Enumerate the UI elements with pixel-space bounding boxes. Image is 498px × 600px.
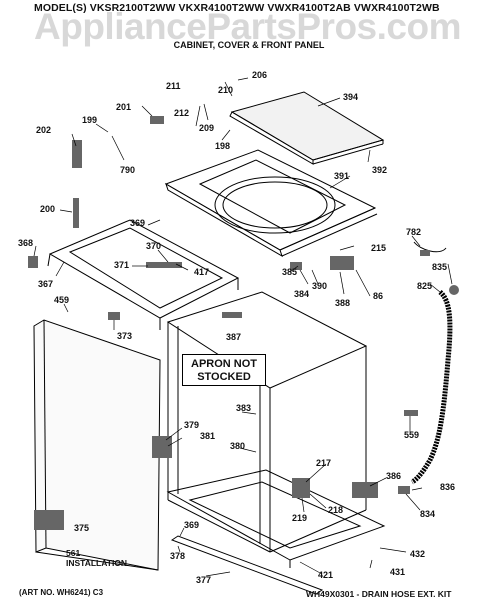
watermark: AppliancePartsPros.com (34, 6, 461, 47)
part-label[interactable]: 371 (114, 260, 130, 270)
section-title: CABINET, COVER & FRONT PANEL (173, 40, 325, 50)
part-label[interactable]: 388 (335, 298, 351, 308)
art-number: (ART NO. WH6241) C3 (19, 588, 104, 597)
part-label[interactable]: 383 (236, 403, 252, 413)
part-label[interactable]: 199 (82, 115, 98, 125)
part-label[interactable]: 198 (215, 141, 231, 151)
part-label[interactable]: 459 (54, 295, 70, 305)
part-label[interactable]: 825 (417, 281, 433, 291)
install-part-number: 561 (66, 548, 81, 558)
part-label[interactable]: 417 (194, 267, 210, 277)
part-label[interactable]: 210 (218, 85, 234, 95)
part-label[interactable]: 387 (226, 332, 242, 342)
part-label[interactable]: 432 (410, 549, 426, 559)
drain-hose-part-825 (410, 290, 453, 485)
apron-not-stocked-note: APRON NOT STOCKED (182, 354, 266, 386)
part-label[interactable]: 390 (312, 281, 328, 291)
part-label[interactable]: 215 (371, 243, 387, 253)
base-part-421 (166, 469, 386, 568)
part-label[interactable]: 211 (166, 81, 181, 91)
part-label[interactable]: 380 (230, 441, 246, 451)
part-label[interactable]: 394 (343, 92, 359, 102)
part-label[interactable]: 212 (174, 108, 190, 118)
part-label[interactable]: 835 (432, 262, 448, 272)
part-label[interactable]: 392 (372, 165, 388, 175)
apron-note-line2: STOCKED (197, 371, 251, 383)
part-label[interactable]: 375 (74, 523, 90, 533)
part-label[interactable]: 782 (406, 227, 422, 237)
tub-support-frame-part-367 (47, 219, 240, 330)
part-label[interactable]: 377 (196, 575, 212, 585)
part-label[interactable]: 367 (38, 279, 54, 289)
part-label[interactable]: 370 (146, 241, 162, 251)
front-panel-part-375 (33, 319, 161, 571)
apron-note-line1: APRON NOT (191, 358, 257, 370)
part-label[interactable]: 834 (420, 509, 436, 519)
part-label[interactable]: 381 (200, 431, 216, 441)
cover-part-391 (164, 149, 378, 258)
part-label[interactable]: 209 (199, 123, 215, 133)
part-label[interactable]: 559 (404, 430, 420, 440)
leader-lines (33, 77, 453, 577)
part-label[interactable]: 217 (316, 458, 332, 468)
part-label[interactable]: 379 (184, 420, 200, 430)
part-label[interactable]: 378 (170, 551, 186, 561)
part-label[interactable]: 369 (184, 520, 200, 530)
drain-hose-kit-note: WH49X0301 - DRAIN HOSE EXT. KIT (306, 589, 452, 599)
part-label[interactable]: 386 (386, 471, 402, 481)
part-label[interactable]: 200 (40, 204, 56, 214)
part-label[interactable]: 836 (440, 482, 456, 492)
part-label[interactable]: 219 (292, 513, 308, 523)
install-label: INSTALLATION (66, 558, 128, 568)
model-numbers: MODEL(S) VKSR2100T2WW VKXR4100T2WW VWXR4… (34, 2, 440, 14)
part-label[interactable]: 86 (373, 291, 384, 301)
part-label[interactable]: 373 (117, 331, 133, 341)
part-label[interactable]: 384 (294, 289, 310, 299)
part-label[interactable]: 391 (334, 171, 350, 181)
part-label[interactable]: 385 (282, 267, 298, 277)
cabinet-part (166, 291, 368, 553)
lid-part-394 (229, 91, 385, 165)
part-label[interactable]: 369 (130, 218, 146, 228)
hardware-parts (28, 116, 459, 530)
toe-panel-part-377 (170, 535, 324, 595)
part-label[interactable]: 202 (36, 125, 52, 135)
part-label[interactable]: 206 (252, 70, 268, 80)
part-label[interactable]: 218 (328, 505, 344, 515)
part-label[interactable]: 790 (120, 165, 136, 175)
part-label[interactable]: 368 (18, 238, 34, 248)
part-label[interactable]: 421 (318, 570, 334, 580)
part-label[interactable]: 201 (116, 102, 132, 112)
part-label[interactable]: 431 (390, 567, 406, 577)
installation-note: 561 INSTALLATION (66, 548, 127, 568)
